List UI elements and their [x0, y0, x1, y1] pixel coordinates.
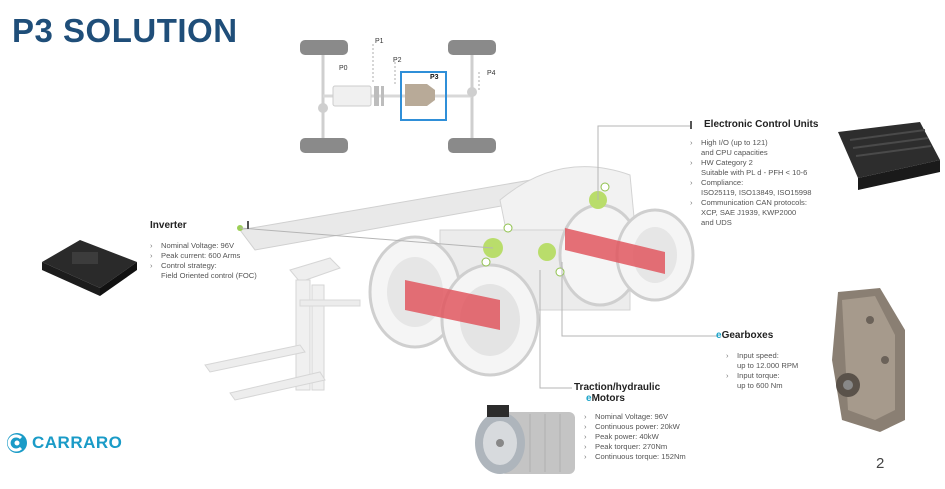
- front-axle: [405, 280, 500, 330]
- wheel-icon: [300, 138, 348, 153]
- motor-bullet: Peak torquer: 270Nm: [584, 442, 714, 452]
- gearbox-bullet: Input torque:: [726, 371, 836, 381]
- leader-lines: [239, 125, 718, 389]
- rear-axle: [565, 228, 665, 274]
- logo-text: CARRARO: [32, 433, 123, 452]
- ecu-bullet: Communication CAN protocols:: [690, 198, 850, 208]
- inverter-section: Inverter Nominal Voltage: 96V Peak curre…: [150, 220, 320, 281]
- label-p0: P0: [339, 65, 348, 72]
- gearbox-device-image: [832, 288, 905, 432]
- ecu-bullet: Compliance:: [690, 178, 850, 188]
- motor-bullet: Peak power: 40kW: [584, 432, 714, 442]
- motor-bullet: Continuous torque: 152Nm: [584, 452, 714, 462]
- page-number: 2: [876, 455, 885, 472]
- label-p1: P1: [375, 38, 384, 45]
- wheel-icon: [300, 40, 348, 55]
- page-title: P3 SOLUTION: [12, 12, 238, 49]
- ecu-section: Electronic Control Units High I/O (up to…: [690, 119, 850, 228]
- label-p4: P4: [487, 70, 496, 77]
- ecu-device-image: [838, 122, 940, 190]
- ecu-title: Electronic Control Units: [704, 119, 819, 130]
- gearbox-bullet-cont: up to 600 Nm: [737, 381, 783, 390]
- inverter-bullet-cont: Field Oriented control (FOC): [161, 271, 257, 280]
- telehandler-illustration: [204, 166, 695, 401]
- ecu-bullet-cont: XCP, SAE J1939, KWP2000: [701, 208, 797, 217]
- ecu-bullet-cont: ISO25119, ISO13849, ISO15998: [701, 188, 812, 197]
- wheel-icon: [448, 138, 496, 153]
- motors-prefix: e: [586, 393, 592, 404]
- label-p3: P3: [430, 74, 439, 81]
- ecu-bullet-cont: and CPU capacities: [701, 148, 768, 157]
- ecu-bullet-cont: and UDS: [701, 218, 732, 227]
- inverter-bullet: Control strategy:: [150, 261, 320, 271]
- motors-section: Traction/hydraulic eMotors Nominal Volta…: [574, 382, 714, 462]
- inverter-title: Inverter: [150, 220, 187, 231]
- motor-device-image: [475, 405, 575, 474]
- inverter-bullet: Peak current: 600 Arms: [150, 251, 320, 261]
- gearboxes-prefix: e: [716, 330, 722, 341]
- inverter-bullet: Nominal Voltage: 96V: [150, 241, 320, 251]
- carraro-c-logo-icon: [7, 433, 27, 453]
- gearbox-component: [538, 243, 556, 261]
- wheel-icon: [448, 40, 496, 55]
- gearboxes-section: eGearboxes Input speed: up to 12.000 RPM…: [716, 330, 836, 391]
- ecu-bullet: High I/O (up to 121): [690, 138, 850, 148]
- motor-bullet: Nominal Voltage: 96V: [584, 412, 714, 422]
- motors-title-line2: Motors: [591, 393, 625, 404]
- ecu-bullet-cont: Suitable with PL d - PFH < 10-6: [701, 168, 808, 177]
- gearbox-bullet-cont: up to 12.000 RPM: [737, 361, 799, 370]
- label-p2: P2: [393, 57, 402, 64]
- inverter-device-image: [42, 240, 137, 296]
- carraro-logo: CARRARO: [6, 432, 122, 454]
- motors-title-line1: Traction/hydraulic: [574, 382, 661, 393]
- ecu-bullet: HW Category 2: [690, 158, 850, 168]
- hybrid-position-diagram: P0 P1 P2 P3 P4: [300, 38, 496, 153]
- gearbox-bullet: Input speed:: [726, 351, 836, 361]
- motor-bullet: Continuous power: 20kW: [584, 422, 714, 432]
- gearboxes-title: Gearboxes: [721, 330, 774, 341]
